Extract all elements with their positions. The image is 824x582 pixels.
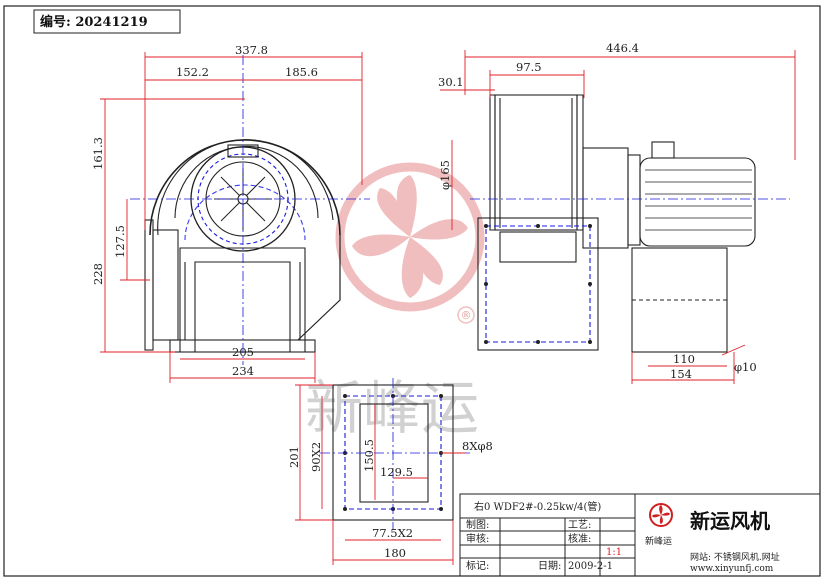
model-label: 右0 WDF2#-0.25kw/4(管) — [474, 500, 601, 513]
dim-right-from-axis: 185.6 — [285, 65, 318, 79]
side-flange-holes — [484, 224, 592, 344]
company-name: 新运风机 — [690, 509, 770, 533]
dim-outlet-height: 127.5 — [113, 225, 127, 258]
drawn-label: 制图: — [466, 518, 489, 531]
dim-side-base-outer: 154 — [670, 367, 692, 381]
brand-small-text: 新峰运 — [645, 535, 672, 547]
front-dimension-lines — [100, 52, 363, 383]
dim-flange-hole-pitch-v: 90X2 — [309, 442, 323, 472]
scale-value: 1:1 — [606, 547, 622, 558]
dim-axis-height: 228 — [91, 263, 105, 285]
company-website: www.xinyunfj.com — [690, 564, 774, 574]
dim-housing-width: 97.5 — [516, 60, 542, 74]
title-block — [459, 493, 821, 577]
dim-top-height: 161.3 — [91, 137, 105, 170]
company-logo-icon — [649, 503, 673, 527]
flange-centerlines — [320, 378, 470, 530]
dim-flange-holes: 8Xφ8 — [462, 439, 493, 453]
dim-inlet-dia: φ165 — [438, 160, 452, 190]
reviewed-label: 审核: — [466, 532, 489, 545]
dim-base-outer: 234 — [232, 364, 254, 378]
watermark-logo — [335, 162, 485, 324]
dim-base-inner: 205 — [232, 345, 254, 359]
company-note: 网站: 不锈钢风机.网址 — [690, 551, 780, 563]
dim-side-base-inner: 110 — [673, 352, 695, 366]
dim-overall-width: 337.8 — [235, 43, 268, 57]
side-view — [477, 94, 756, 353]
date-value: 2009-2-1 — [568, 561, 613, 572]
dim-left-to-axis: 152.2 — [176, 65, 209, 79]
mark-label: 标记: — [466, 560, 489, 572]
sheet-border — [3, 5, 821, 577]
process-label: 工艺: — [568, 519, 591, 531]
dim-flange-offset: 30.1 — [438, 75, 464, 89]
front-view — [144, 139, 341, 353]
approved-label: 核准: — [568, 532, 591, 545]
dim-flange-outer-height: 201 — [287, 446, 301, 468]
dim-flange-inner-height: 150.5 — [362, 439, 376, 472]
side-dimension-lines — [440, 50, 796, 384]
dim-flange-hole-pitch-h: 77.5X2 — [372, 526, 413, 540]
dim-overall-length: 446.4 — [606, 41, 639, 55]
dim-flange-inner-width: 129.5 — [380, 465, 413, 479]
registered-mark: ® — [461, 309, 472, 322]
date-label: 日期: — [538, 560, 561, 572]
flange-dimension-lines — [295, 384, 466, 565]
serial-number-box: 编号: 20241219 — [33, 9, 181, 34]
dim-bolt-dia: φ10 — [734, 360, 757, 374]
front-centerlines — [130, 55, 370, 365]
dim-flange-outer-width: 180 — [384, 546, 406, 560]
serial-label: 编号: 20241219 — [40, 14, 148, 30]
